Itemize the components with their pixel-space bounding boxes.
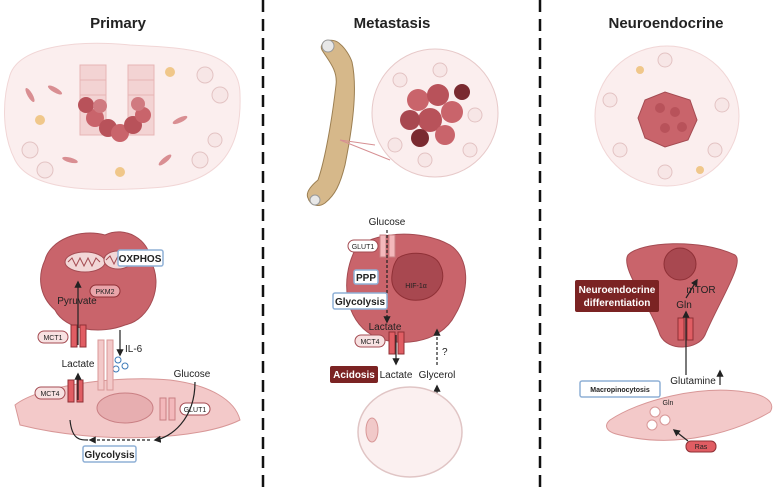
lactate-inside-label: Lactate [369, 322, 402, 333]
glutamine-transporter-b [686, 317, 694, 341]
cell-contact-b [106, 339, 114, 391]
mct4-transporter-metastasis [388, 331, 396, 355]
ne-differentiation-line1: Neuroendocrine [579, 285, 656, 296]
il6-label: IL-6 [125, 344, 143, 355]
glutamine-transporter [677, 317, 685, 341]
glycerol-label: Glycerol [419, 370, 456, 381]
ras-pill [685, 440, 717, 453]
mct4-transporter-primary [67, 379, 75, 403]
glut1-transporter-metastasis [379, 234, 387, 258]
ne-differentiation-line2: differentiation [584, 298, 651, 309]
arrow-ras-macropinocytosis [672, 429, 689, 442]
mct1-label: MCT1 [43, 335, 62, 342]
bone-illustration [306, 39, 355, 206]
ne-differentiation-box [575, 280, 659, 312]
macropinocytosis-box [579, 380, 661, 398]
gln-inside-label: Gln [676, 300, 692, 311]
glut1-transporter-primary [159, 397, 167, 421]
glut1-transporter-metastasis-b [388, 234, 396, 258]
mct4-label-primary: MCT4 [40, 391, 59, 398]
glut1-pill-primary [179, 402, 211, 416]
title-neuroendocrine: Neuroendocrine [608, 15, 723, 32]
acidosis-label: Acidosis [333, 370, 375, 381]
mct1-transporter [70, 324, 78, 348]
glutamine-label: Glutamine [670, 376, 716, 387]
neuroendocrine-tissue-illustration [594, 45, 740, 187]
zoom-line-a [339, 139, 376, 146]
glycolysis-box-primary [82, 445, 137, 463]
arrow-gln-mtor [685, 278, 698, 299]
lactate-label-primary: Lactate [62, 359, 95, 370]
mct4-pill-metastasis [354, 334, 386, 348]
glycolysis-box-metastasis [332, 292, 388, 310]
metastasis-tumor-cell [346, 233, 467, 343]
glut1-transporter-primary-b [168, 397, 176, 421]
oxphos-box [117, 249, 164, 267]
question-mark: ? [442, 347, 448, 358]
title-primary: Primary [90, 15, 147, 32]
oxphos-label: OXPHOS [119, 254, 162, 265]
acidosis-box [330, 366, 378, 383]
metastasis-tissue-illustration [371, 48, 499, 178]
glucose-label-primary: Glucose [174, 369, 211, 380]
hif1a-label: HIF-1α [405, 283, 427, 290]
primary-tissue-illustration [4, 42, 241, 191]
arrow-glucose-in [153, 381, 196, 443]
primary-tumor-cell [40, 231, 157, 331]
mct1-pill [37, 330, 69, 344]
pkm2-pill [89, 284, 121, 298]
mct1-transporter-b [79, 324, 87, 348]
pyruvate-label: Pyruvate [57, 296, 97, 307]
glucose-label-metastasis: Glucose [369, 217, 406, 228]
mtor-label: mTOR [686, 285, 715, 296]
ppp-label: PPP [356, 273, 376, 284]
ppp-box [353, 269, 379, 285]
glycolysis-label-primary: Glycolysis [84, 450, 134, 461]
ras-label: Ras [695, 444, 708, 451]
mct4-transporter-metastasis-b [397, 331, 405, 355]
mct4-pill-primary [34, 386, 66, 400]
cell-contact-a [97, 339, 105, 391]
glycolysis-label-metastasis: Glycolysis [335, 297, 385, 308]
lactate-out-label: Lactate [380, 370, 413, 381]
glut1-pill-metastasis [347, 239, 379, 253]
pkm2-label: PKM2 [95, 289, 114, 296]
glut1-label-metastasis: GLUT1 [352, 244, 375, 251]
title-metastasis: Metastasis [354, 15, 431, 32]
zoom-line-b [339, 139, 391, 161]
mct4-transporter-primary-b [76, 379, 84, 403]
arrow-curve-left [69, 419, 89, 441]
adipocyte [357, 386, 463, 478]
macropinocytosis-label: Macropinocytosis [590, 387, 650, 394]
glut1-label-primary: GLUT1 [184, 407, 207, 414]
mct4-label-metastasis: MCT4 [360, 339, 379, 346]
neuroendocrine-fibroblast [606, 389, 773, 441]
gln-cell-label: Gln [663, 400, 674, 407]
